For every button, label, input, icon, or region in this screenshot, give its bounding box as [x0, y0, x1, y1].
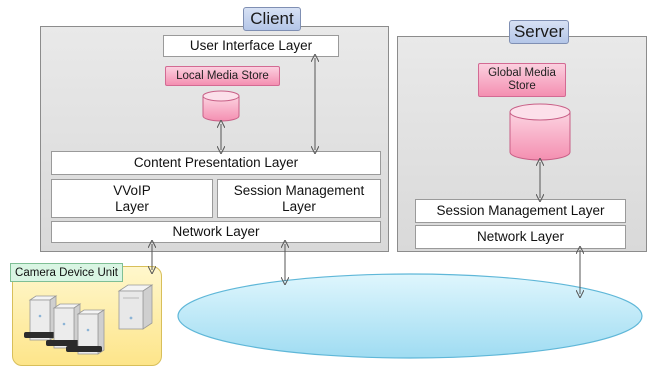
global-media-store-label: Global Media Store — [478, 63, 566, 97]
camera-device-unit-label: Camera Device Unit — [10, 263, 123, 282]
vvoip-layer: VVoIP Layer — [51, 179, 213, 218]
client-panel — [40, 26, 389, 252]
client-session-management-layer: Session Management Layer — [217, 179, 381, 218]
inter-site-network-label: Inter-site Network — [343, 309, 477, 328]
server-session-management-layer: Session Management Layer — [415, 199, 626, 223]
content-presentation-layer: Content Presentation Layer — [51, 151, 381, 175]
server-network-layer: Network Layer — [415, 225, 626, 249]
server-title: Server — [509, 20, 569, 44]
user-interface-layer: User Interface Layer — [163, 35, 339, 57]
client-network-layer: Network Layer — [51, 221, 381, 243]
client-title: Client — [243, 7, 301, 31]
local-media-store-label: Local Media Store — [165, 66, 280, 86]
